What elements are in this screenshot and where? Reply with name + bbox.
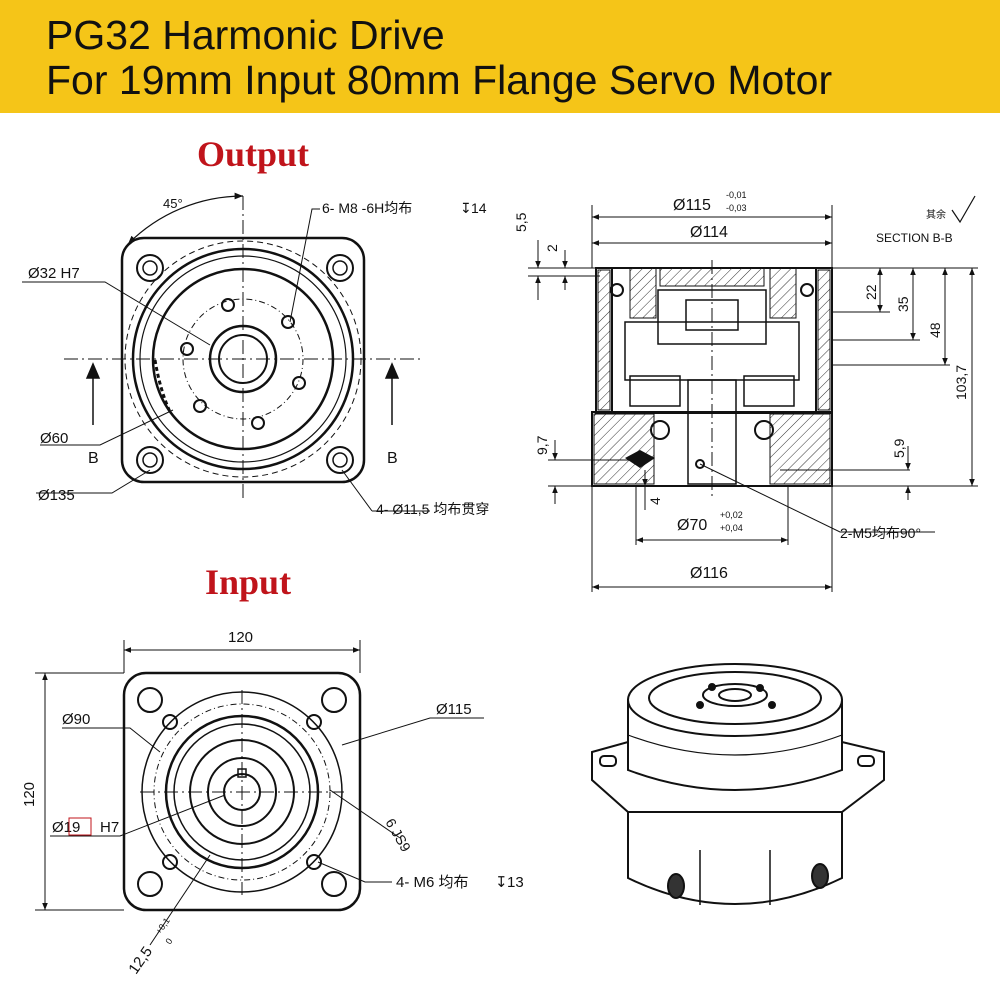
height-label: 120 xyxy=(21,782,38,807)
m6-depth-symbol: ↧ xyxy=(495,874,508,891)
dim-22: 22 xyxy=(863,284,879,300)
d115-tol-upper: -0,01 xyxy=(726,190,747,200)
bore-label: Ø32 H7 xyxy=(28,265,80,282)
m6-holes-label: 4- M6 均布 xyxy=(396,874,469,891)
key-tol-upper: +0,1 xyxy=(153,916,171,936)
dim-9-7: 9,7 xyxy=(534,435,550,455)
d70-tol-upper: +0,02 xyxy=(720,510,743,520)
bore-fit-label: H7 xyxy=(100,819,119,836)
d70-label: Ø70 xyxy=(677,517,707,534)
section-mark-right: B xyxy=(387,450,398,467)
pcd-label: Ø60 xyxy=(40,430,68,447)
key-tol-lower: 0 xyxy=(163,936,174,946)
d70-tol-lower: +0,04 xyxy=(720,523,743,533)
d115-tol-lower: -0,03 xyxy=(726,203,747,213)
d115-input-label: Ø115 xyxy=(436,701,472,718)
outer-dia-label: Ø135 xyxy=(38,487,75,504)
d114-label: Ø114 xyxy=(690,224,728,241)
m8-depth-symbol: ↧ xyxy=(460,200,472,216)
m6-depth-label: 13 xyxy=(507,874,524,891)
width-label: 120 xyxy=(228,629,253,646)
dim-103-7: 103,7 xyxy=(953,365,969,400)
input-view: Input xyxy=(21,562,524,977)
dim-48: 48 xyxy=(927,322,943,338)
dim-35: 35 xyxy=(895,296,911,312)
mount-holes-label: 4- Ø11,5 均布贯穿 xyxy=(376,501,489,517)
title-line-2: For 19mm Input 80mm Flange Servo Motor xyxy=(46,57,833,103)
surface-finish-symbol xyxy=(951,195,976,224)
section-mark-left: B xyxy=(88,450,99,467)
surface-note: 其余 xyxy=(926,208,946,221)
d116-label: Ø116 xyxy=(690,565,728,582)
dim-5-9: 5,9 xyxy=(891,438,907,458)
section-title: SECTION B-B xyxy=(876,231,953,245)
bore-dia-label: Ø19 xyxy=(52,819,80,836)
keyway-label: 6 JS9 xyxy=(382,816,414,855)
dim-5-5: 5,5 xyxy=(513,212,529,232)
input-heading: Input xyxy=(205,562,291,602)
title-banner: PG32 Harmonic Drive For 19mm Input 80mm … xyxy=(0,0,1000,113)
m8-depth-label: 14 xyxy=(471,200,487,216)
d90-label: Ø90 xyxy=(62,711,90,728)
isometric-render xyxy=(591,663,885,905)
section-view: Ø115 -0,01 -0,03 Ø114 Ø70 +0,02 +0,04 Ø1… xyxy=(513,190,978,592)
key-height-label: 12,5 xyxy=(125,944,156,978)
m5-holes-label: 2-M5均布90° xyxy=(840,525,921,541)
angle-label: 45° xyxy=(163,196,183,211)
dim-2: 2 xyxy=(544,244,560,252)
m8-holes-label: 6- M8 -6H均布 xyxy=(322,200,412,216)
title-line-1: PG32 Harmonic Drive xyxy=(46,12,445,58)
dim-4: 4 xyxy=(647,497,663,505)
technical-drawing: Output xyxy=(21,134,978,977)
d115-label: Ø115 xyxy=(673,197,711,214)
output-center-lines xyxy=(64,196,420,500)
output-view: Output xyxy=(22,134,489,517)
output-heading: Output xyxy=(197,134,309,174)
bore-dia-highlight xyxy=(68,817,92,836)
